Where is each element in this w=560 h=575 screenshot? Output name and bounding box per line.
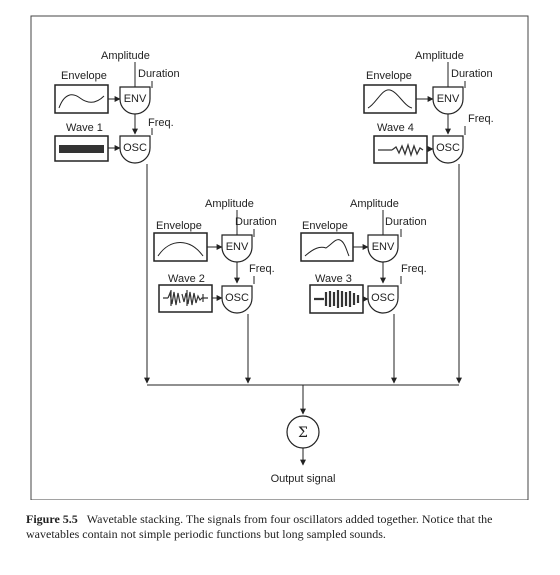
wavetable-stacking-diagram: Amplitude Duration Envelope ENV Freq. Wa… <box>30 15 529 500</box>
osc-label: OSC <box>371 292 395 304</box>
osc-unit <box>119 135 151 164</box>
freq-label: Freq. <box>249 263 275 275</box>
oscillator-unit-3: Amplitude Duration Envelope ENV Freq. Wa… <box>300 198 427 314</box>
env-label: ENV <box>437 93 460 105</box>
osc-unit <box>221 285 253 314</box>
duration-label: Duration <box>235 216 277 228</box>
output-signal-label: Output signal <box>271 473 336 485</box>
envelope-curve <box>157 242 204 257</box>
env-unit <box>367 234 399 263</box>
wave-label: Wave 1 <box>66 122 103 134</box>
figure-caption: Figure 5.5 Wavetable stacking. The signa… <box>26 512 546 542</box>
oscillator-unit-1: Amplitude Duration Envelope ENV Freq. Wa… <box>54 50 180 164</box>
freq-label: Freq. <box>148 117 174 129</box>
freq-label: Freq. <box>401 263 427 275</box>
sum-symbol: Σ <box>298 425 308 441</box>
duration-label: Duration <box>385 216 427 228</box>
oscillator-unit-4: Amplitude Duration Envelope ENV Freq. Wa… <box>363 50 494 164</box>
envelope-curve <box>58 94 105 109</box>
amplitude-label: Amplitude <box>101 50 150 62</box>
wavetable-sample <box>163 290 208 306</box>
wave-label: Wave 4 <box>377 122 414 134</box>
envelope-box <box>153 232 208 262</box>
envelope-curve <box>367 89 413 109</box>
amplitude-label: Amplitude <box>415 50 464 62</box>
osc-label: OSC <box>123 142 147 154</box>
wavetable-sample <box>314 290 360 308</box>
envelope-label: Envelope <box>302 220 348 232</box>
envelope-curve <box>304 239 350 257</box>
freq-label: Freq. <box>468 113 494 125</box>
amplitude-label: Amplitude <box>205 198 254 210</box>
env-unit <box>432 86 464 115</box>
envelope-box <box>363 84 417 114</box>
caption-text: Wavetable stacking. The signals from fou… <box>26 512 493 541</box>
envelope-label: Envelope <box>61 70 107 82</box>
oscillator-unit-2: Amplitude Duration Envelope ENV Freq. Wa… <box>153 198 277 314</box>
amplitude-label: Amplitude <box>350 198 399 210</box>
envelope-label: Envelope <box>366 70 412 82</box>
env-unit <box>221 234 253 263</box>
figure-number: Figure 5.5 <box>26 512 78 526</box>
summing-bus: Σ Output signal <box>144 164 462 485</box>
wave-label: Wave 2 <box>168 273 205 285</box>
env-label: ENV <box>372 241 395 253</box>
osc-unit <box>432 135 464 164</box>
wavetable-sample <box>59 145 104 153</box>
wave-label: Wave 3 <box>315 273 352 285</box>
env-label: ENV <box>226 241 249 253</box>
osc-label: OSC <box>436 142 460 154</box>
osc-label: OSC <box>225 292 249 304</box>
diagram-frame <box>30 15 529 500</box>
osc-unit <box>367 285 399 314</box>
envelope-label: Envelope <box>156 220 202 232</box>
env-label: ENV <box>124 93 147 105</box>
env-unit <box>119 86 151 115</box>
wavetable-sample <box>378 142 424 158</box>
duration-label: Duration <box>138 68 180 80</box>
duration-label: Duration <box>451 68 493 80</box>
